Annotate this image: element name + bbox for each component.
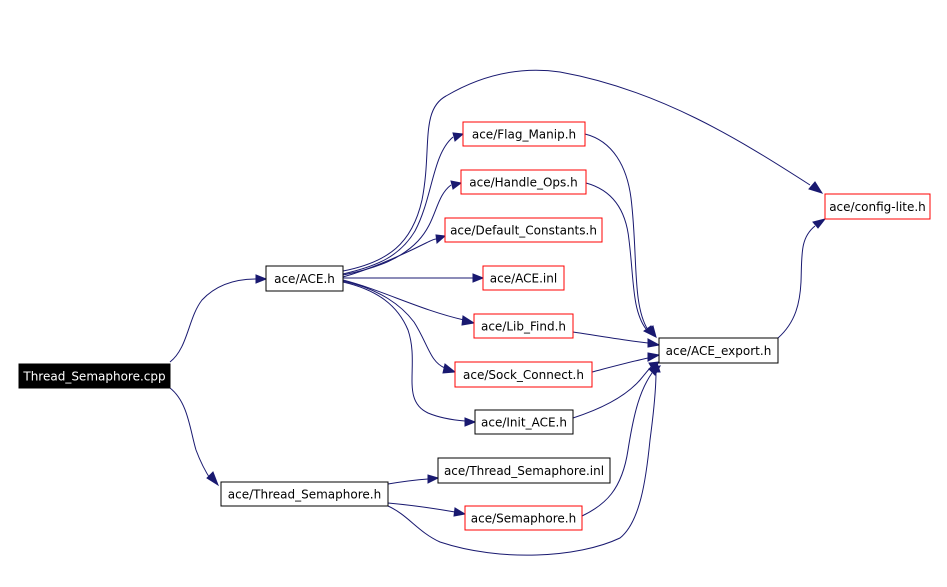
arrowhead-icon xyxy=(812,218,827,229)
node-thread-semaphore-cpp-label: Thread_Semaphore.cpp xyxy=(22,370,165,384)
edge-line xyxy=(342,280,446,369)
arrowhead-icon xyxy=(206,471,220,487)
node-semaphore-h[interactable]: ace/Semaphore.h xyxy=(464,505,583,531)
edge-ace-h-to-handle-ops xyxy=(342,180,463,276)
arrowhead-icon xyxy=(648,365,662,376)
edge-semaphore-h-to-ace-export xyxy=(581,365,662,517)
arrowhead-icon xyxy=(472,273,485,283)
edge-line xyxy=(342,184,452,276)
arrowhead-icon xyxy=(255,274,268,284)
arrowhead-icon xyxy=(452,132,465,142)
edge-line xyxy=(342,238,437,278)
node-flag-manip-h-label: ace/Flag_Manip.h xyxy=(472,128,576,142)
node-thread-semaphore-h-label: ace/Thread_Semaphore.h xyxy=(228,488,381,502)
edge-line xyxy=(342,136,454,275)
node-default-constants-h-label: ace/Default_Constants.h xyxy=(450,224,597,238)
node-ace-h-label: ace/ACE.h xyxy=(274,272,335,286)
arrowhead-icon xyxy=(464,417,477,427)
edge-line xyxy=(387,371,657,556)
node-handle-ops-h-label: ace/Handle_Ops.h xyxy=(469,176,577,190)
edge-line xyxy=(777,225,816,339)
node-flag-manip-h[interactable]: ace/Flag_Manip.h xyxy=(462,121,586,147)
arrowhead-icon xyxy=(453,507,467,517)
arrowhead-icon xyxy=(461,315,476,326)
node-thread-semaphore-cpp[interactable]: Thread_Semaphore.cpp xyxy=(18,363,171,389)
edge-line xyxy=(169,278,257,363)
node-sock-connect-h-label: ace/Sock_Connect.h xyxy=(463,368,584,382)
edge-line xyxy=(572,331,649,344)
nodes-layer: Thread_Semaphore.cpp ace/ACE.h ace/Threa… xyxy=(18,121,931,531)
node-init-ace-h[interactable]: ace/Init_ACE.h xyxy=(474,409,574,435)
edge-line xyxy=(342,281,466,422)
edge-line xyxy=(585,182,647,330)
edge-lib-find-to-ace-export xyxy=(572,331,661,348)
edge-line xyxy=(169,387,212,481)
node-init-ace-h-label: ace/Init_ACE.h xyxy=(481,416,567,430)
edge-ace-h-to-init-ace xyxy=(342,281,477,427)
node-ace-export-h[interactable]: ace/ACE_export.h xyxy=(658,337,779,364)
edge-line xyxy=(581,372,653,517)
edge-sock-connect-to-ace-export xyxy=(591,352,661,373)
edges-layer xyxy=(169,69,827,556)
node-ace-inl[interactable]: ace/ACE.inl xyxy=(482,265,565,291)
arrowhead-icon xyxy=(435,234,447,244)
node-semaphore-h-label: ace/Semaphore.h xyxy=(471,512,576,526)
arrowhead-icon xyxy=(647,338,661,348)
edge-root-to-ace-h xyxy=(169,274,268,363)
edge-handle-ops-to-ace-export xyxy=(585,182,655,337)
arrowhead-icon xyxy=(450,180,463,190)
arrowhead-icon xyxy=(647,352,661,362)
node-thread-semaphore-inl[interactable]: ace/Thread_Semaphore.inl xyxy=(437,457,611,484)
edge-ace-h-to-ace-inl xyxy=(343,273,485,283)
arrowhead-icon xyxy=(427,474,440,484)
node-lib-find-h-label: ace/Lib_Find.h xyxy=(481,320,566,334)
edge-thread-sem-h-to-semaphore-h xyxy=(387,502,467,517)
edge-line xyxy=(342,69,811,272)
edge-line xyxy=(342,279,465,321)
edge-thread-sem-h-to-thread-sem-inl xyxy=(387,474,440,485)
node-lib-find-h[interactable]: ace/Lib_Find.h xyxy=(473,313,574,339)
edge-line xyxy=(584,133,649,331)
edge-ace-h-to-default-constants xyxy=(342,234,447,278)
edge-ace-h-to-lib-find xyxy=(342,279,476,326)
edge-ace-h-to-flag-manip xyxy=(342,132,465,275)
edge-line xyxy=(591,357,649,373)
arrowhead-icon xyxy=(643,325,655,337)
edge-ace-export-to-config-lite xyxy=(777,218,827,339)
node-ace-export-h-label: ace/ACE_export.h xyxy=(666,344,772,358)
node-ace-h[interactable]: ace/ACE.h xyxy=(265,265,344,292)
node-ace-inl-label: ace/ACE.inl xyxy=(490,272,557,286)
node-thread-semaphore-h[interactable]: ace/Thread_Semaphore.h xyxy=(220,481,389,507)
node-handle-ops-h[interactable]: ace/Handle_Ops.h xyxy=(460,169,587,195)
node-sock-connect-h[interactable]: ace/Sock_Connect.h xyxy=(454,361,593,388)
edge-ace-h-to-sock-connect xyxy=(342,280,457,374)
edge-line xyxy=(387,502,456,513)
node-default-constants-h[interactable]: ace/Default_Constants.h xyxy=(444,217,603,243)
arrowhead-icon xyxy=(442,363,457,374)
arrowhead-icon xyxy=(808,181,824,194)
edge-root-to-thread-sem-h xyxy=(169,387,220,487)
node-config-lite-h-label: ace/config-lite.h xyxy=(829,200,926,214)
node-config-lite-h[interactable]: ace/config-lite.h xyxy=(824,193,931,220)
node-thread-semaphore-inl-label: ace/Thread_Semaphore.inl xyxy=(444,464,604,478)
edge-line xyxy=(387,478,429,485)
edge-ace-h-to-config-lite xyxy=(342,69,824,272)
edge-line xyxy=(572,366,652,419)
